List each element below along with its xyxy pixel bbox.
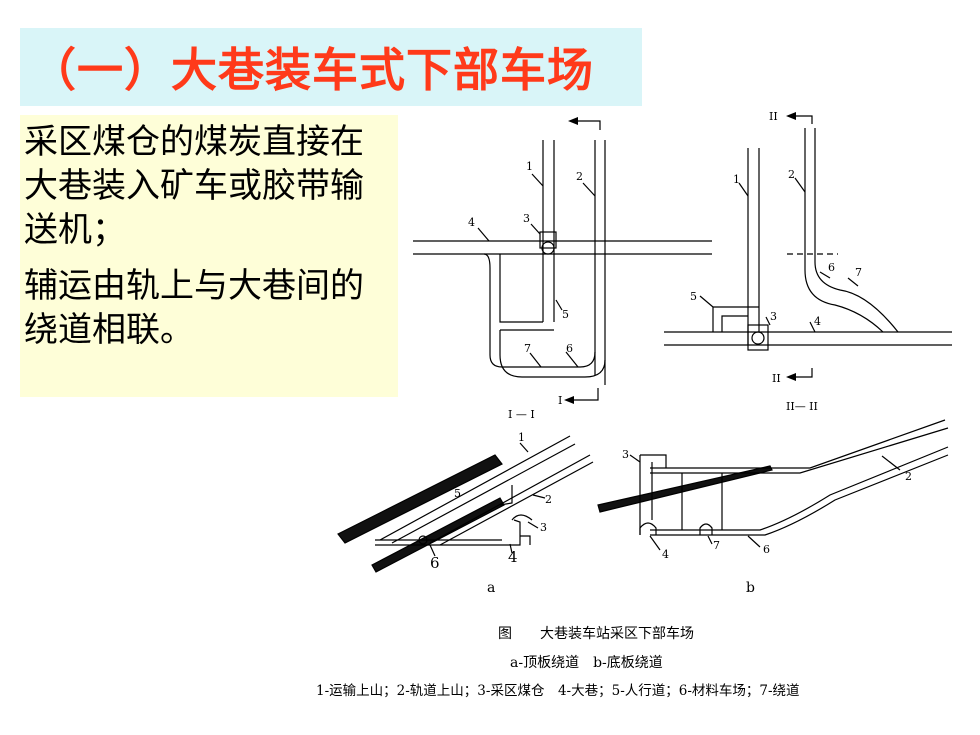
section-mark-II-top: II: [769, 110, 778, 123]
label-b-2: 2: [905, 470, 912, 483]
title-band: [20, 28, 642, 106]
label-II-2: 2: [788, 168, 795, 181]
label-I-7: 7: [524, 342, 531, 355]
paragraph-auxiliary-transport: 辅运由轨上与大巷间的绕道相联。: [24, 266, 364, 350]
label-a-6: 6: [430, 554, 440, 572]
figure-caption-legend: 1-运输上山；2-轨道上山；3-采区煤仓 4-大巷；5-人行道；6-材料车场；7…: [316, 683, 800, 699]
label-I-1: 1: [526, 160, 533, 173]
section-mark-I-bottom: I: [558, 394, 562, 407]
section-view-a: [337, 435, 594, 573]
label-II-7: 7: [855, 266, 862, 279]
paragraph-coal-bunker: 采区煤仓的煤炭直接在大巷装入矿车或胶带输送机；: [24, 122, 364, 250]
label-b-4: 4: [662, 548, 669, 561]
section-view-b: [597, 419, 949, 551]
description-box: [20, 115, 398, 397]
label-a-1: 1: [518, 431, 525, 444]
figure-caption-subtitle: a-顶板绕道 b-底板绕道: [510, 655, 663, 671]
section-mark-II-bottom: II: [772, 372, 781, 385]
label-II-3: 3: [770, 310, 777, 323]
section-title-I: I — I: [508, 408, 535, 421]
sublabel-b: b: [746, 580, 755, 596]
label-II-5: 5: [690, 290, 697, 303]
label-I-2: 2: [576, 170, 583, 183]
label-a-2: 2: [545, 493, 552, 506]
label-I-5: 5: [562, 308, 569, 321]
label-b-3: 3: [622, 448, 629, 461]
label-a-3: 3: [540, 521, 547, 534]
sublabel-a: a: [487, 580, 495, 596]
label-II-4: 4: [814, 315, 821, 328]
label-b-7: 7: [713, 539, 720, 552]
label-b-6: 6: [763, 543, 770, 556]
plan-view-II: [664, 115, 952, 378]
label-I-6: 6: [566, 342, 573, 355]
figure-caption-title: 图 大巷装车站采区下部车场: [498, 626, 694, 642]
label-II-1: 1: [733, 173, 740, 186]
section-title-II: II— II: [786, 400, 818, 413]
label-a-4: 4: [508, 548, 518, 566]
slide-title: （一）大巷装车式下部车场: [30, 43, 594, 97]
label-I-3: 3: [523, 212, 530, 225]
label-a-5: 5: [454, 487, 461, 500]
label-II-6: 6: [828, 261, 835, 274]
label-I-4: 4: [468, 216, 475, 229]
plan-view-I: [413, 120, 712, 401]
